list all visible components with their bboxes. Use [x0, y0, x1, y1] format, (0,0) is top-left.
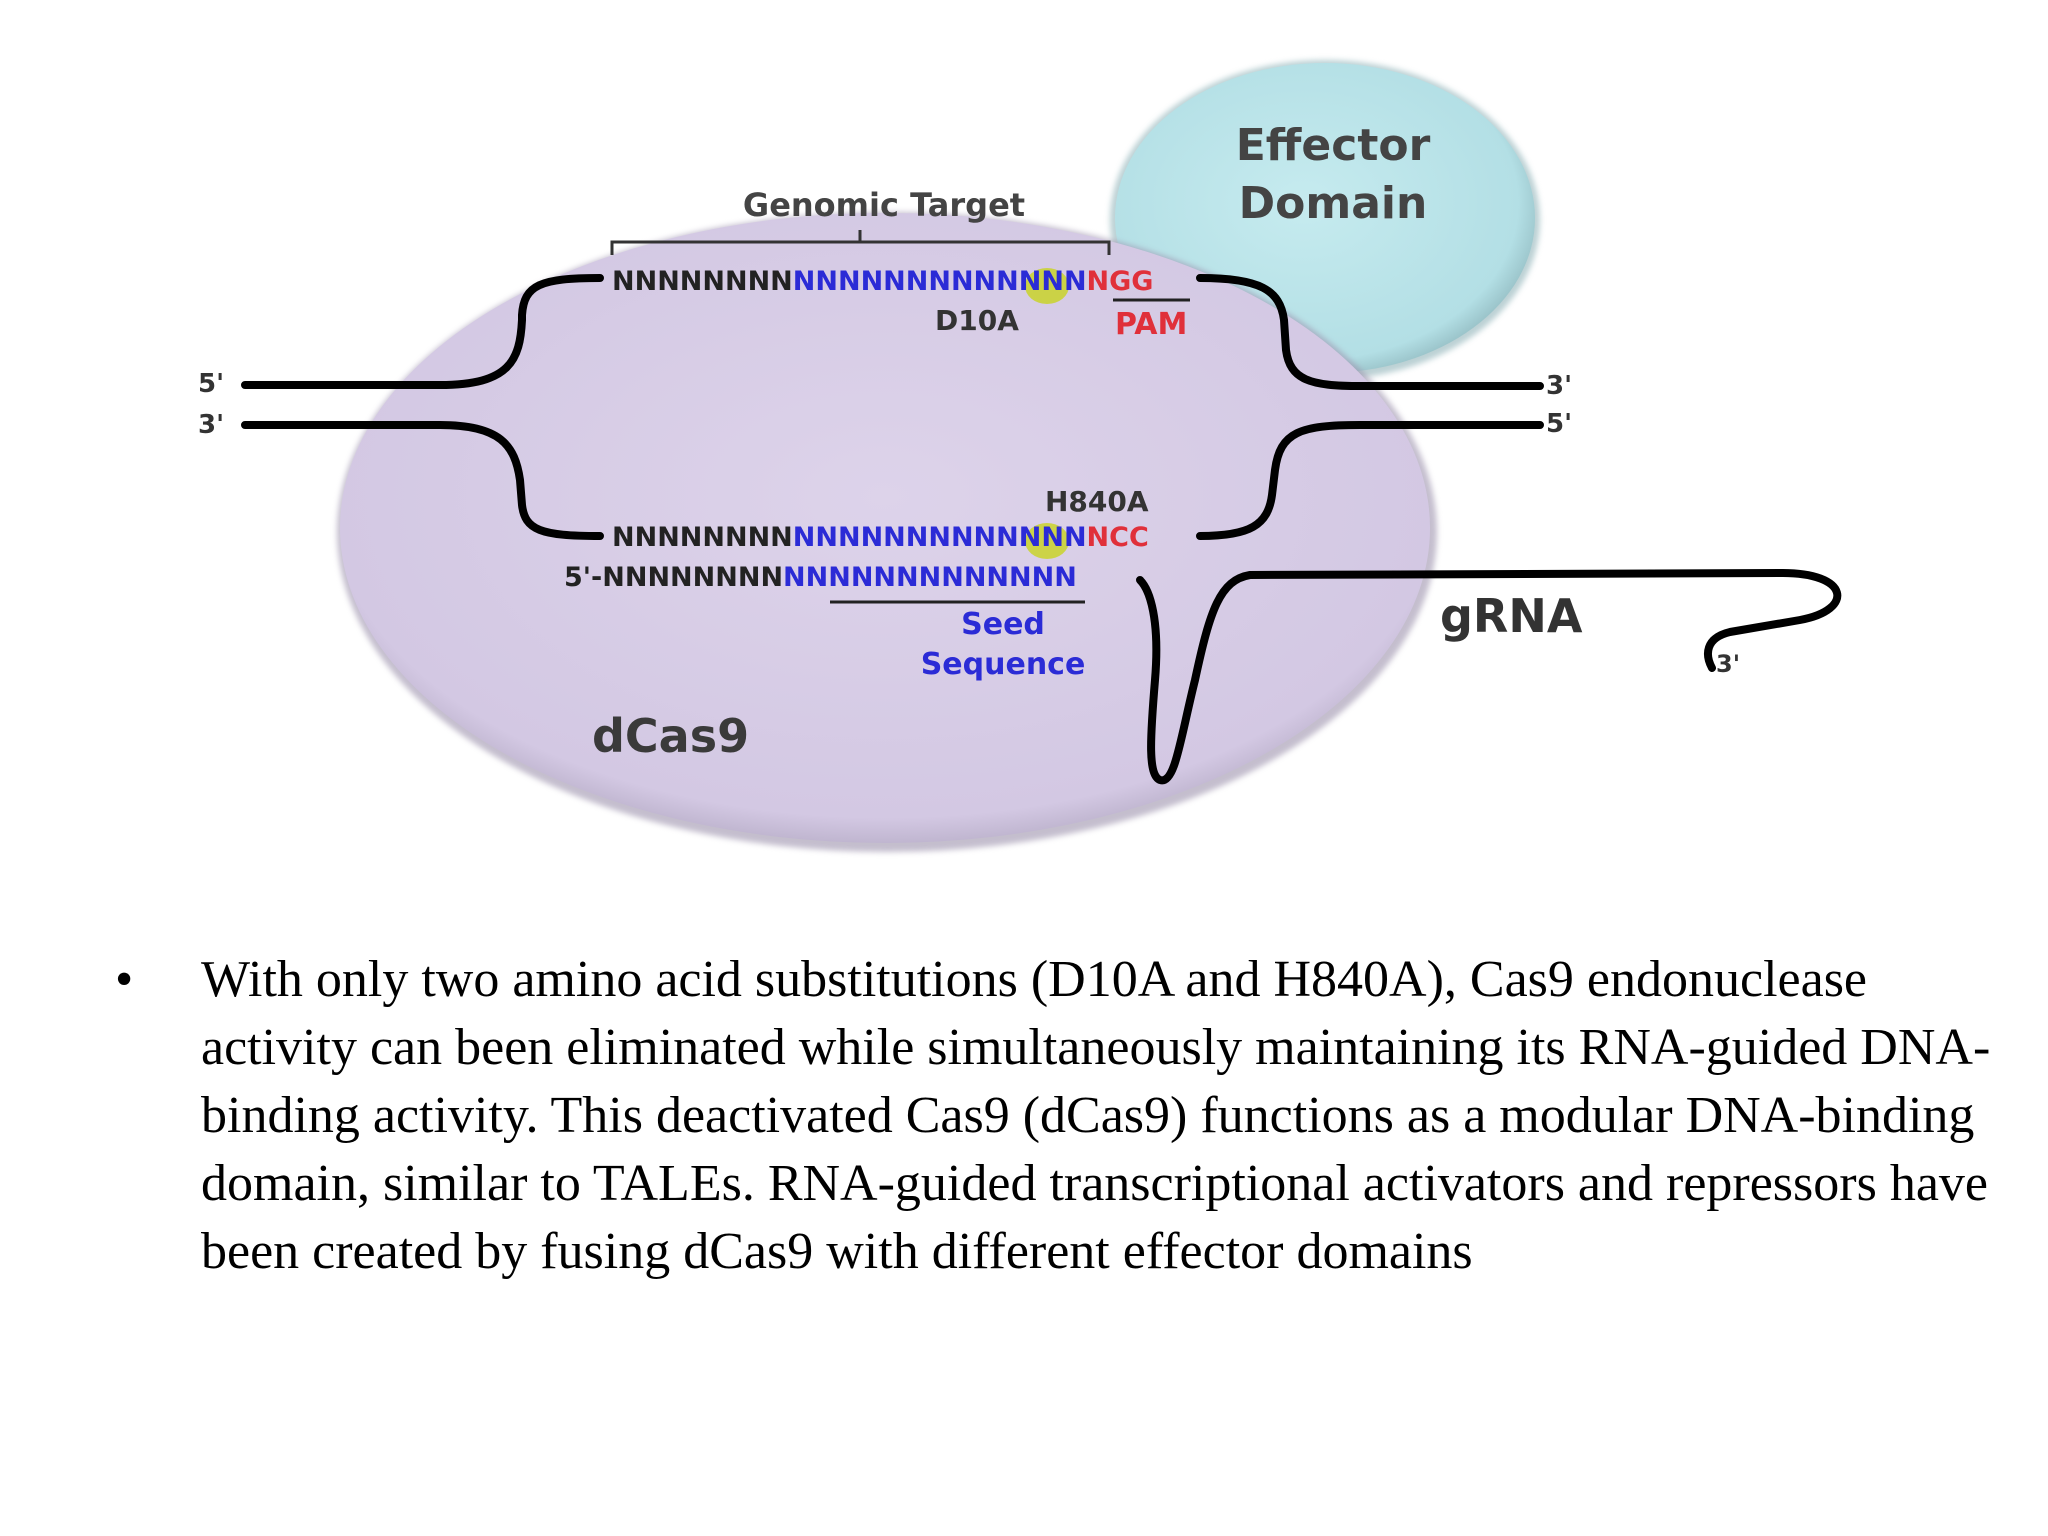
- bottom-strand-sequence: NNNNNNNNNNNNNNNNNNNNNNCC: [612, 522, 1149, 553]
- dna-duplex: [241, 274, 1544, 540]
- three-prime-right-label: 3': [1546, 371, 1572, 401]
- five-prime-left-label: 5': [198, 369, 224, 399]
- d10a-label: D10A: [935, 304, 1019, 337]
- bottom-strand-blue: NNNNNNNNNNNNN: [793, 522, 1087, 553]
- bottom-strand-red: NCC: [1087, 522, 1149, 553]
- h840a-label: H840A: [1045, 485, 1149, 518]
- bullet-text: With only two amino acid substitutions (…: [201, 951, 1991, 1280]
- grna-backbone: [1136, 568, 1842, 785]
- top-strand-blue: NNNNNNNNNNNNN: [793, 266, 1087, 297]
- top-strand-black: NNNNNNNN: [612, 266, 793, 297]
- grna-label: gRNA: [1440, 589, 1583, 643]
- genomic-target-bracket: Genomic Target: [610, 186, 1111, 255]
- effector-label-line2: Domain: [1239, 178, 1428, 229]
- three-prime-left-label: 3': [198, 410, 224, 440]
- five-prime-right-label: 5': [1546, 409, 1572, 439]
- bottom-strand-black: NNNNNNNN: [612, 522, 793, 553]
- bullet-symbol: •: [115, 951, 134, 1008]
- effector-label-line1: Effector: [1236, 120, 1431, 171]
- grna-strand-sequence: 5'-NNNNNNNNNNNNNNNNNNNNN: [564, 562, 1077, 593]
- dcas9-diagram: Effector Domain dCas9 Genomic Target 5': [198, 60, 1842, 852]
- grna-strand-black: NNNNNNNN: [602, 562, 783, 593]
- d10a-highlight: [1025, 268, 1069, 304]
- dcas9-label: dCas9: [592, 709, 749, 763]
- pam-label: PAM: [1115, 307, 1187, 342]
- grna-three-prime-label: 3': [1716, 650, 1740, 678]
- grna-prefix: 5'-: [564, 562, 602, 593]
- grna-strand-blue: NNNNNNNNNNNNN: [783, 562, 1077, 593]
- seed-label-line1: Seed: [961, 607, 1045, 642]
- top-strand-sequence: NNNNNNNNNNNNNNNNNNNNNNGG: [612, 266, 1153, 297]
- top-strand-red: NGG: [1087, 266, 1154, 297]
- h840a-highlight: [1025, 523, 1069, 559]
- genomic-target-label: Genomic Target: [743, 186, 1025, 224]
- seed-label-line2: Sequence: [921, 647, 1086, 682]
